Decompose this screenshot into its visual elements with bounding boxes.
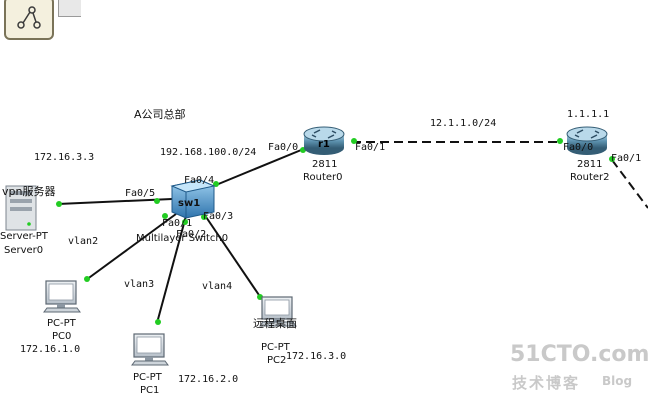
port-light (162, 213, 168, 219)
router0-icon[interactable] (303, 126, 345, 155)
pc0-type: PC-PT (47, 318, 76, 329)
topology-glyph (17, 6, 41, 29)
port-label-switch-fa02: Fa0/2 (176, 229, 207, 240)
link-switch-pc2[interactable] (203, 213, 262, 299)
pc2-subnet-label: 172.16.3.0 (286, 351, 347, 362)
vlan2-label: vlan2 (68, 236, 99, 247)
server-type: Server-PT (0, 231, 48, 242)
port-light (557, 138, 563, 144)
server-name: Server0 (4, 245, 44, 256)
pc2-label: 远程桌面 (253, 317, 297, 330)
pc1-name: PC1 (140, 385, 160, 396)
router2-ip-label: 1.1.1.1 (567, 109, 610, 120)
port-label-switch-fa01: Fa0/1 (162, 218, 193, 229)
router0-name: Router0 (303, 172, 343, 183)
port-label-router0-fa01: Fa0/1 (355, 142, 386, 153)
router0-badge: r1 (318, 139, 330, 150)
router2-name: Router2 (570, 172, 610, 183)
toolbar-fragment (0, 0, 81, 40)
pc0-icon[interactable] (43, 280, 81, 313)
port-light (201, 214, 207, 220)
router0-model: 2811 (312, 159, 338, 170)
port-label-switch-fa04: Fa0/4 (184, 175, 215, 186)
link-router2-offscreen[interactable] (611, 159, 648, 209)
toolbar-strip (58, 0, 81, 17)
server-subnet-label: 172.16.3.3 (34, 152, 95, 163)
port-light (84, 276, 90, 282)
link-switch-pc0[interactable] (85, 213, 177, 281)
core-link-subnet-label: 192.168.100.0/24 (160, 147, 257, 158)
port-light (182, 219, 188, 225)
port-status-lights (56, 138, 615, 325)
port-light (609, 156, 615, 162)
site-label: A公司总部 (134, 108, 186, 121)
pc1-type: PC-PT (133, 372, 162, 383)
vlan4-label: vlan4 (202, 281, 233, 292)
pc0-subnet-label: 172.16.1.0 (20, 344, 81, 355)
pc2-type: PC-PT (261, 342, 290, 353)
port-light (154, 198, 160, 204)
links (57, 141, 648, 324)
link-switch-pc1[interactable] (156, 215, 187, 324)
watermark-sub: 技术博客 (512, 374, 581, 392)
link-server-switch[interactable] (57, 198, 173, 205)
link-switch-router0[interactable] (215, 147, 307, 186)
router2-icon[interactable] (566, 126, 608, 155)
port-light (351, 138, 357, 144)
topology-icon[interactable] (4, 0, 54, 40)
port-light (56, 201, 62, 207)
pc0-name: PC0 (52, 331, 72, 342)
pc1-icon[interactable] (131, 333, 169, 366)
pc2-name: PC2 (267, 355, 287, 366)
multilayer-switch-icon[interactable] (170, 179, 216, 219)
watermark-blog: Blog (602, 374, 633, 388)
wan-link-subnet-label: 12.1.1.0/24 (430, 118, 497, 129)
switch-name: Multilayer Switch0 (136, 233, 229, 244)
pc2-icon[interactable] (259, 296, 297, 327)
port-label-switch-fa03: Fa0/3 (203, 211, 234, 222)
watermark-brand: 51CTO.com (510, 342, 648, 367)
port-light (213, 181, 219, 187)
port-light (155, 319, 161, 325)
server-label: vpn服务器 (2, 185, 56, 198)
port-label-router0-fa00: Fa0/0 (268, 142, 299, 153)
pc1-subnet-label: 172.16.2.0 (178, 374, 239, 385)
port-label-router2-fa00: Fa0/0 (563, 142, 594, 153)
port-label-router2-fa01: Fa0/1 (611, 153, 642, 164)
switch-badge: sw1 (178, 198, 201, 209)
port-label-switch-fa05: Fa0/5 (125, 188, 156, 199)
server-icon[interactable] (5, 185, 37, 231)
router2-model: 2811 (577, 159, 603, 170)
vlan3-label: vlan3 (124, 279, 155, 290)
